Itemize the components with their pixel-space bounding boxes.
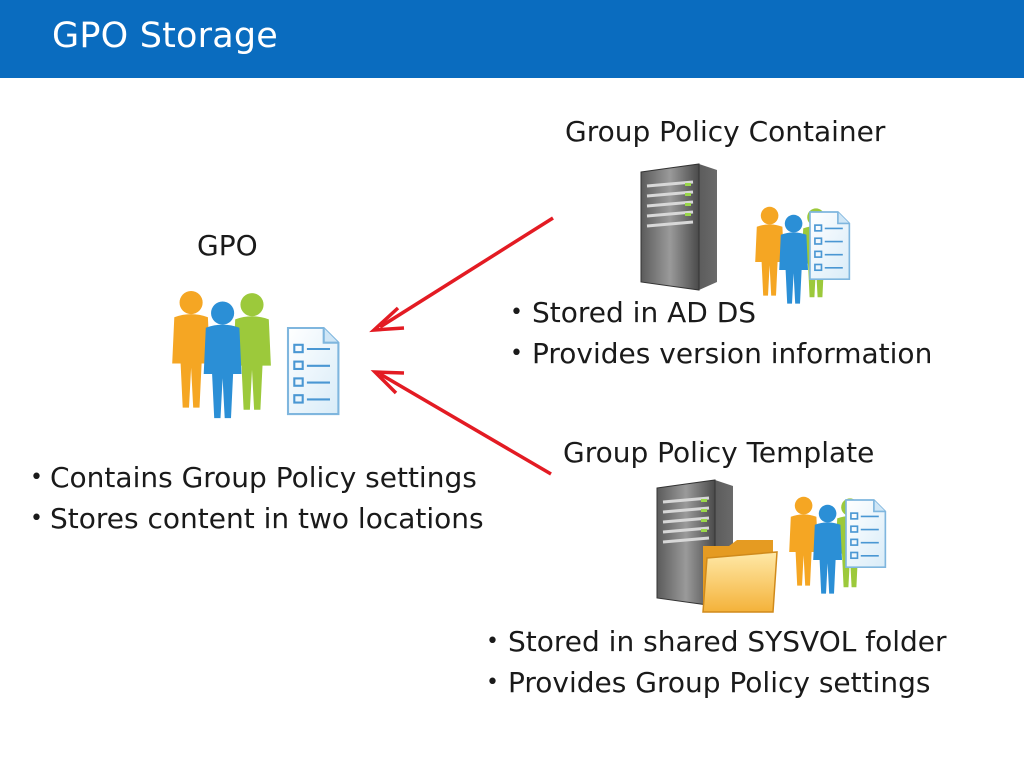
gpo-label: GPO: [197, 229, 258, 262]
list-item: •Stored in AD DS: [510, 296, 757, 329]
gpt-folder-icon: [702, 540, 778, 613]
gpc-bullet-list: •Stored in AD DS •Provides version infor…: [510, 292, 932, 374]
list-item: •Contains Group Policy settings: [30, 461, 477, 494]
list-item: •Stores content in two locations: [30, 502, 484, 535]
gpo-users-icon: [172, 291, 271, 418]
gpc-label: Group Policy Container: [565, 115, 886, 148]
gpt-label: Group Policy Template: [563, 436, 875, 469]
gpt-users-icon: [789, 497, 864, 594]
gpo-bullet-list: •Contains Group Policy settings •Stores …: [30, 457, 484, 539]
gpt-document-icon: [845, 499, 887, 569]
title-bar: GPO Storage: [0, 0, 1024, 78]
gpc-users-icon: [755, 207, 830, 304]
gpc-document-icon: [809, 211, 851, 281]
slide-title: GPO Storage: [52, 16, 279, 56]
list-item: •Provides version information: [510, 337, 933, 370]
gpt-server-icon: [655, 478, 735, 608]
list-item: •Stored in shared SYSVOL folder: [486, 625, 947, 658]
list-item: •Provides Group Policy settings: [486, 666, 931, 699]
gpo-document-icon: [286, 326, 340, 416]
gpc-server-icon: [639, 162, 719, 292]
gpt-bullet-list: •Stored in shared SYSVOL folder •Provide…: [486, 621, 947, 703]
